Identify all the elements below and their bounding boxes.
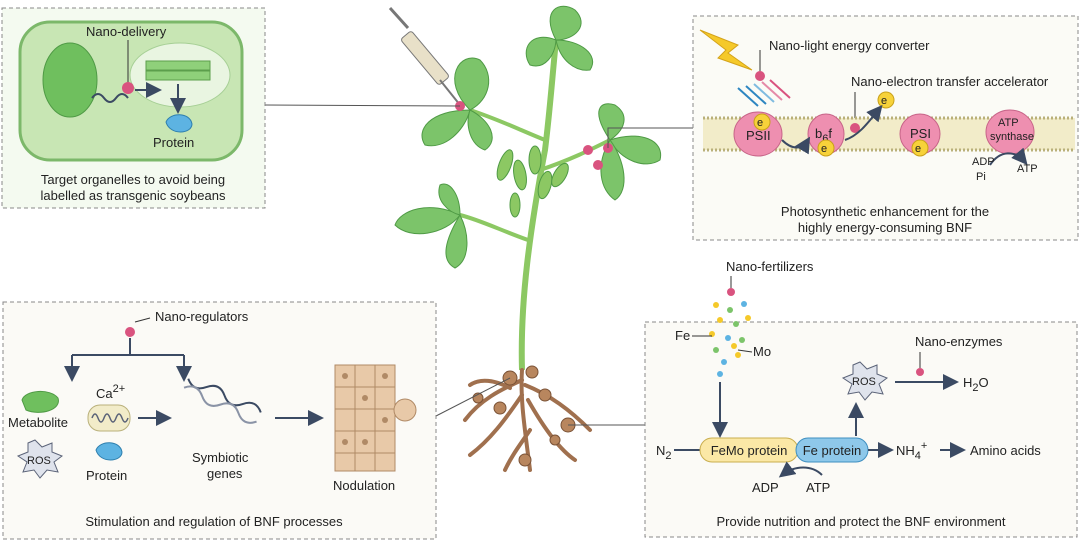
adp-label: ADP xyxy=(752,480,779,495)
regulators-label: Nano-regulators xyxy=(155,309,249,324)
atp-label: ATP xyxy=(806,480,830,495)
nodulation-label: Nodulation xyxy=(333,478,395,493)
atp-label: ATP xyxy=(1017,163,1038,175)
dna-strand xyxy=(91,93,129,103)
leaf-top xyxy=(525,5,594,71)
adp-label: ADP xyxy=(972,156,995,168)
svg-text:e: e xyxy=(881,95,887,107)
amino-acids-label: Amino acids xyxy=(970,443,1041,458)
femo-label: FeMo protein xyxy=(711,443,788,458)
target-caption-1: Target organelles to avoid being xyxy=(41,172,225,187)
fe-protein-label: Fe protein xyxy=(803,443,862,458)
leaf-left-lower xyxy=(394,183,468,269)
accelerator-label: Nano-electron transfer accelerator xyxy=(851,74,1049,89)
light-rays xyxy=(737,79,791,107)
nodulation-cells xyxy=(334,364,417,472)
panel-stimulation: Nano-regulators Metabolite ROS Ca2+ Prot… xyxy=(2,301,437,540)
syringe-icon xyxy=(388,6,461,106)
b6f-label: b6f xyxy=(815,126,832,145)
chloroplast-oval xyxy=(42,42,98,118)
n2-label: N2 xyxy=(656,443,672,462)
protein-label: Protein xyxy=(86,468,127,483)
connector-lines xyxy=(264,104,693,426)
svg-text:e: e xyxy=(821,143,827,155)
converter-label: Nano-light energy converter xyxy=(769,38,930,53)
atp-synthase-label-2: synthase xyxy=(990,131,1034,143)
leaf-right xyxy=(598,103,662,201)
photo-caption-2: highly energy-consuming BNF xyxy=(798,220,972,235)
ros-label: ROS xyxy=(27,455,51,467)
ros-label: ROS xyxy=(852,376,876,388)
enzymes-label: Nano-enzymes xyxy=(915,334,1003,349)
cell-nuclei xyxy=(342,373,388,445)
psii-label: PSII xyxy=(746,128,771,143)
leaf-left-upper xyxy=(421,57,493,151)
protein-icon xyxy=(95,442,123,461)
nano-fertilizer-particle xyxy=(727,288,735,296)
svg-text:e: e xyxy=(757,117,763,129)
stim-caption: Stimulation and regulation of BNF proces… xyxy=(85,514,343,529)
nano-delivery-label: Nano-delivery xyxy=(86,24,167,39)
psi-label: PSI xyxy=(910,126,931,141)
nutrition-caption: Provide nutrition and protect the BNF en… xyxy=(716,514,1005,529)
nano-particle-leaf-right-3 xyxy=(593,160,603,170)
nano-light-converter xyxy=(755,71,765,81)
ros-icon xyxy=(16,439,64,479)
ca-label: Ca2+ xyxy=(96,383,125,401)
mo-label: Mo xyxy=(753,344,771,359)
protein-label: Protein xyxy=(153,135,194,150)
panel-target-organelles: Nano-delivery Protein Target organelles … xyxy=(1,7,266,209)
electrons: e e e e xyxy=(753,91,929,157)
lightning-icon xyxy=(699,29,753,71)
soybean-plant xyxy=(388,5,662,472)
panel-nutrition: Nano-fertilizers Fe Mo Nano-enzymes ROS … xyxy=(644,259,1078,538)
metabolite-icon xyxy=(21,391,59,413)
metabolite-label: Metabolite xyxy=(8,415,68,430)
nano-particle-leaf-right-1 xyxy=(583,145,593,155)
regulator-branch-arrows xyxy=(64,338,192,382)
photo-caption-1: Photosynthetic enhancement for the xyxy=(781,204,989,219)
nano-electron-accelerator xyxy=(850,123,860,133)
atp-synthase-label-1: ATP xyxy=(998,117,1019,129)
genes-label-2: genes xyxy=(207,466,243,481)
genes-label-1: Symbiotic xyxy=(192,450,249,465)
target-caption-2: labelled as transgenic soybeans xyxy=(40,188,226,203)
pi-label: Pi xyxy=(976,171,986,183)
fe-label: Fe xyxy=(675,328,690,343)
nano-delivery-particle xyxy=(122,82,134,94)
ros-icon xyxy=(841,361,889,401)
calcium-channel xyxy=(87,404,131,432)
protein-blob xyxy=(165,114,193,133)
h2o-label: H2O xyxy=(963,375,989,394)
fertilizer-particles xyxy=(709,301,751,377)
nh4-label: NH4+ xyxy=(896,440,927,462)
svg-text:e: e xyxy=(915,143,921,155)
nano-regulator-particle xyxy=(125,327,135,337)
panel-photosynthesis: Nano-light energy converter Nano-electro… xyxy=(692,15,1079,241)
nano-enzyme-particle xyxy=(916,368,924,376)
pods xyxy=(496,145,569,218)
fertilizers-label: Nano-fertilizers xyxy=(726,259,814,274)
symbiotic-genes-dna-icon xyxy=(183,378,262,424)
